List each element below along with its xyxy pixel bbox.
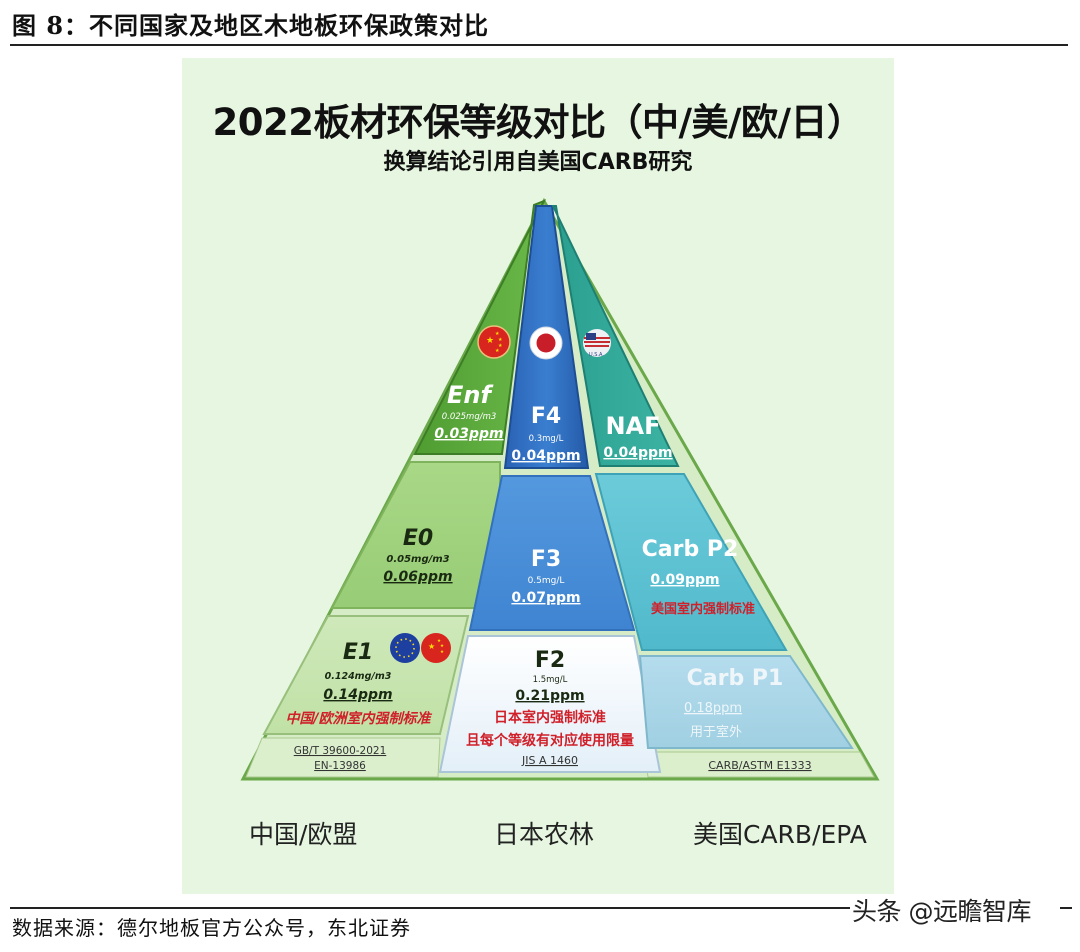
svg-text:★: ★ <box>486 336 494 346</box>
f2-note: 日本室内强制标准 <box>494 709 606 726</box>
carb-p1-note: 用于室外 <box>690 724 742 740</box>
tier-carb-p1 <box>638 655 854 749</box>
japan-flag-icon <box>529 326 563 360</box>
f2-note-2: 且每个等级有对应使用限量 <box>466 732 634 749</box>
e1-ppm: 0.14ppm <box>323 687 392 703</box>
grade-naf: NAF <box>605 412 660 440</box>
eu-flag-icon <box>390 633 420 663</box>
bottom-divider-end <box>1060 907 1072 909</box>
f2-ppm: 0.21ppm <box>515 688 584 704</box>
svg-text:★: ★ <box>440 643 444 649</box>
china-flag-icon-e1: ★ ★ ★ ★ <box>421 633 451 663</box>
china-flag-icon: ★ ★ ★ ★ ★ <box>477 325 511 359</box>
footer-china-eu <box>245 737 441 778</box>
china-standard-ref: GB/T 39600-2021 <box>294 745 387 757</box>
watermark: 头条 @远瞻智库 <box>852 897 1031 926</box>
carb-p2-note: 美国室内强制标准 <box>651 601 755 617</box>
grade-e0: E0 <box>403 526 433 551</box>
eu-standard-ref: EN-13986 <box>314 760 366 772</box>
grade-f4: F4 <box>531 404 561 429</box>
usa-flag-icon: U.S.A. <box>583 329 611 358</box>
f3-mg: 0.5mg/L <box>528 576 565 586</box>
e1-mg: 0.124mg/m3 <box>325 671 392 682</box>
tier-carb-p2 <box>594 473 788 651</box>
grade-f2: F2 <box>535 648 565 673</box>
e0-mg: 0.05mg/m3 <box>386 554 449 565</box>
svg-text:★: ★ <box>498 343 503 349</box>
e1-note: 中国/欧洲室内强制标准 <box>285 710 432 727</box>
japan-standard-ref: JIS A 1460 <box>521 754 578 767</box>
tier-naf <box>551 205 680 467</box>
region-label-usa: 美国CARB/EPA <box>693 820 867 849</box>
enf-ppm: 0.03ppm <box>434 426 503 442</box>
naf-ppm: 0.04ppm <box>603 445 672 461</box>
grade-carb-p2: Carb P2 <box>642 537 739 562</box>
f4-ppm: 0.04ppm <box>511 448 580 464</box>
svg-text:★: ★ <box>495 331 500 337</box>
e0-ppm: 0.06ppm <box>383 569 452 585</box>
svg-text:★: ★ <box>498 337 503 343</box>
panel-title: 2022板材环保等级对比（中/美/欧/日） <box>212 101 864 144</box>
region-label-china-eu: 中国/欧盟 <box>249 820 358 849</box>
svg-text:★: ★ <box>440 649 444 655</box>
tier-f3 <box>468 475 636 631</box>
grade-enf: Enf <box>447 381 493 409</box>
svg-text:★: ★ <box>428 642 435 651</box>
carb-p1-ppm: 0.18ppm <box>684 701 742 716</box>
usa-standard-ref: CARB/ASTM E1333 <box>708 759 811 772</box>
f2-mg: 1.5mg/L <box>533 675 568 685</box>
figure-title: 图 8：不同国家及地区木地板环保政策对比 <box>12 11 490 40</box>
svg-text:★: ★ <box>495 348 500 354</box>
panel-subtitle: 换算结论引用自美国CARB研究 <box>383 150 693 175</box>
region-label-japan: 日本农林 <box>494 820 595 849</box>
f3-ppm: 0.07ppm <box>511 590 580 606</box>
tier-enf <box>413 199 547 455</box>
grade-f3: F3 <box>531 547 561 572</box>
svg-text:★: ★ <box>437 638 441 644</box>
f4-mg: 0.3mg/L <box>529 434 564 444</box>
bottom-divider <box>10 907 850 909</box>
tier-f2 <box>438 635 662 773</box>
svg-text:U.S.A.: U.S.A. <box>589 352 604 358</box>
top-divider <box>10 44 1068 46</box>
enf-mg: 0.025mg/m3 <box>442 412 497 422</box>
grade-e1: E1 <box>343 640 373 665</box>
data-source: 数据来源：德尔地板官方公众号，东北证券 <box>12 916 411 940</box>
carb-p2-ppm: 0.09ppm <box>650 572 719 588</box>
grade-carb-p1: Carb P1 <box>687 666 784 691</box>
